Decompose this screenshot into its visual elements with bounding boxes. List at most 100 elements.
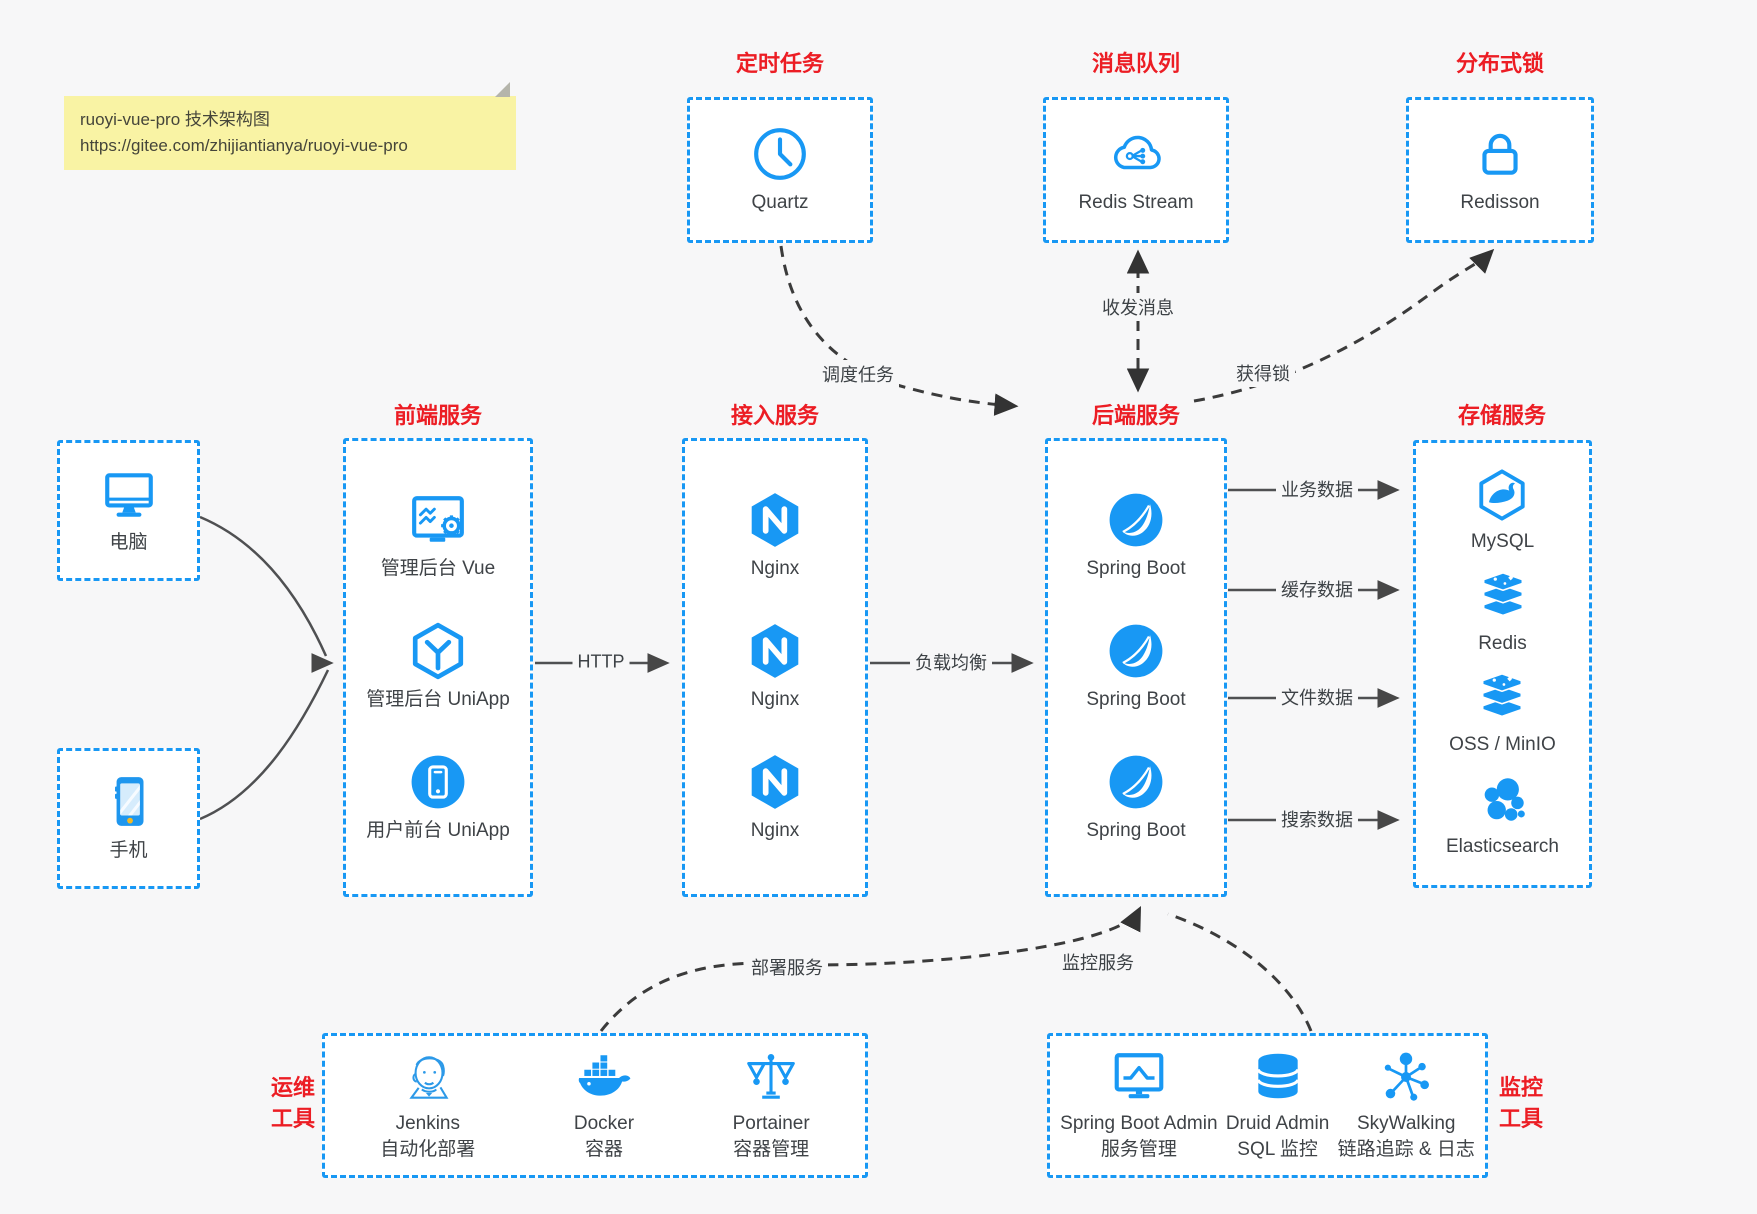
edge-label-load-balance: 负载均衡: [910, 648, 992, 676]
user-app-icon: [409, 753, 467, 811]
mobile-client-box: 手机: [57, 748, 200, 889]
edge-monitor-line: [1167, 912, 1313, 1032]
pc-item: 电脑: [100, 465, 158, 556]
docker-whale-icon: [575, 1048, 633, 1106]
spring-boot-label-3: Spring Boot: [1086, 820, 1186, 841]
cloud-stream-icon: [1107, 125, 1165, 183]
title-monitoring-tools: 监控 工具: [1498, 1075, 1544, 1131]
gateway-box: Nginx Nginx Nginx: [682, 438, 868, 897]
docker-item: Docker 容器: [574, 1048, 634, 1163]
clock-icon: [751, 125, 809, 183]
redis-item: Redis: [1476, 570, 1530, 657]
portainer-label: Portainer 容器管理: [732, 1113, 810, 1160]
edge-label-deploy: 部署服务: [746, 953, 828, 981]
spring-boot-admin-label: Spring Boot Admin 服务管理: [1060, 1113, 1218, 1160]
spring-boot-item-2: Spring Boot: [1086, 622, 1186, 713]
uniapp-hexagon-icon: [409, 622, 467, 680]
elasticsearch-label: Elasticsearch: [1446, 836, 1559, 858]
spring-leaf-icon: [1107, 753, 1165, 811]
vue-admin-item: 管理后台 Vue: [381, 491, 495, 582]
nginx-icon: [746, 753, 804, 811]
redis-label: Redis: [1478, 632, 1527, 654]
ops-tools-box: Jenkins 自动化部署 Docker 容器 Portainer 容器管理: [322, 1033, 868, 1178]
spring-boot-label-2: Spring Boot: [1086, 689, 1186, 710]
quartz-item: Quartz: [751, 125, 809, 216]
druid-admin-label: Druid Admin SQL 监控: [1225, 1113, 1330, 1160]
title-distributed-lock: 分布式锁: [1455, 51, 1545, 76]
backend-box: Spring Boot Spring Boot Spring Boot: [1045, 438, 1227, 897]
uniapp-admin-item: 管理后台 UniApp: [366, 622, 510, 713]
redis-stream-label: Redis Stream: [1078, 191, 1194, 213]
title-frontend: 前端服务: [393, 403, 483, 428]
title-storage: 存储服务: [1457, 403, 1547, 428]
jenkins-label: Jenkins 自动化部署: [380, 1113, 476, 1160]
nginx-label-1: Nginx: [750, 558, 800, 579]
message-queue-box: Redis Stream: [1043, 97, 1229, 243]
pc-label: 电脑: [109, 532, 148, 553]
portainer-item: Portainer 容器管理: [733, 1048, 810, 1163]
pc-client-box: 电脑: [57, 440, 200, 581]
redis-stack-icon: [1476, 570, 1530, 624]
smartphone-icon: [100, 773, 158, 831]
edge-label-http: HTTP: [572, 650, 630, 674]
admin-vue-icon: [409, 491, 467, 549]
database-icon: [1249, 1048, 1307, 1106]
mysql-icon: [1475, 468, 1529, 522]
title-message-queue: 消息队列: [1091, 51, 1181, 76]
portainer-scales-icon: [742, 1048, 800, 1106]
scheduler-box: Quartz: [687, 97, 873, 243]
quartz-label: Quartz: [751, 191, 809, 213]
vue-admin-label: 管理后台 Vue: [380, 558, 496, 579]
note-title: ruoyi-vue-pro 技术架构图: [80, 110, 270, 129]
nginx-item-1: Nginx: [746, 491, 804, 582]
edge-label-acquire-lock: 获得锁: [1231, 359, 1295, 387]
storage-stack-icon: [1475, 671, 1529, 725]
skywalking-item: SkyWalking 链路追踪 & 日志: [1338, 1048, 1475, 1163]
desktop-icon: [100, 465, 158, 523]
spring-boot-item-1: Spring Boot: [1086, 491, 1186, 582]
edge-label-business-data: 业务数据: [1276, 475, 1358, 503]
edge-label-search-data: 搜索数据: [1276, 805, 1358, 833]
docker-label: Docker 容器: [573, 1113, 635, 1160]
redis-stream-item: Redis Stream: [1078, 125, 1194, 216]
oss-minio-label: OSS / MinIO: [1449, 734, 1556, 756]
title-backend: 后端服务: [1091, 403, 1181, 428]
jenkins-icon: [399, 1048, 457, 1106]
elasticsearch-item: Elasticsearch: [1446, 773, 1559, 860]
edge-label-monitor: 监控服务: [1057, 948, 1139, 976]
spring-boot-item-3: Spring Boot: [1086, 753, 1186, 844]
sticky-note: ruoyi-vue-pro 技术架构图 https://gitee.com/zh…: [64, 82, 516, 170]
redisson-label: Redisson: [1460, 191, 1540, 213]
redisson-item: Redisson: [1460, 125, 1540, 216]
spring-leaf-icon: [1107, 491, 1165, 549]
title-ops-tools: 运维 工具: [270, 1075, 316, 1131]
spring-leaf-icon: [1107, 622, 1165, 680]
elasticsearch-icon: [1476, 773, 1530, 827]
nginx-icon: [746, 491, 804, 549]
admin-monitor-icon: [1110, 1048, 1168, 1106]
skywalking-label: SkyWalking 链路追踪 & 日志: [1337, 1113, 1475, 1160]
edge-pc-to-frontend: [199, 515, 328, 657]
title-scheduler: 定时任务: [735, 51, 825, 76]
title-gateway: 接入服务: [730, 403, 820, 428]
nginx-label-3: Nginx: [750, 820, 800, 841]
spring-boot-label-1: Spring Boot: [1086, 558, 1186, 579]
mysql-label: MySQL: [1470, 530, 1535, 552]
nginx-label-2: Nginx: [750, 689, 800, 710]
spring-boot-admin-item: Spring Boot Admin 服务管理: [1060, 1048, 1218, 1163]
edge-mobile-to-frontend: [199, 669, 330, 821]
nginx-icon: [746, 622, 804, 680]
distributed-lock-box: Redisson: [1406, 97, 1594, 243]
mysql-item: MySQL: [1471, 468, 1534, 555]
lock-icon: [1471, 125, 1529, 183]
nginx-item-2: Nginx: [746, 622, 804, 713]
mobile-label: 手机: [109, 840, 148, 861]
note-url: https://gitee.com/zhijiantianya/ruoyi-vu…: [80, 136, 408, 155]
skywalking-network-icon: [1377, 1048, 1435, 1106]
frontend-box: 管理后台 Vue 管理后台 UniApp 用户前台 UniApp: [343, 438, 533, 897]
jenkins-item: Jenkins 自动化部署: [380, 1048, 475, 1163]
monitoring-tools-box: Spring Boot Admin 服务管理 Druid Admin SQL 监…: [1047, 1033, 1488, 1178]
mobile-item: 手机: [100, 773, 158, 864]
edge-label-file-data: 文件数据: [1276, 683, 1358, 711]
